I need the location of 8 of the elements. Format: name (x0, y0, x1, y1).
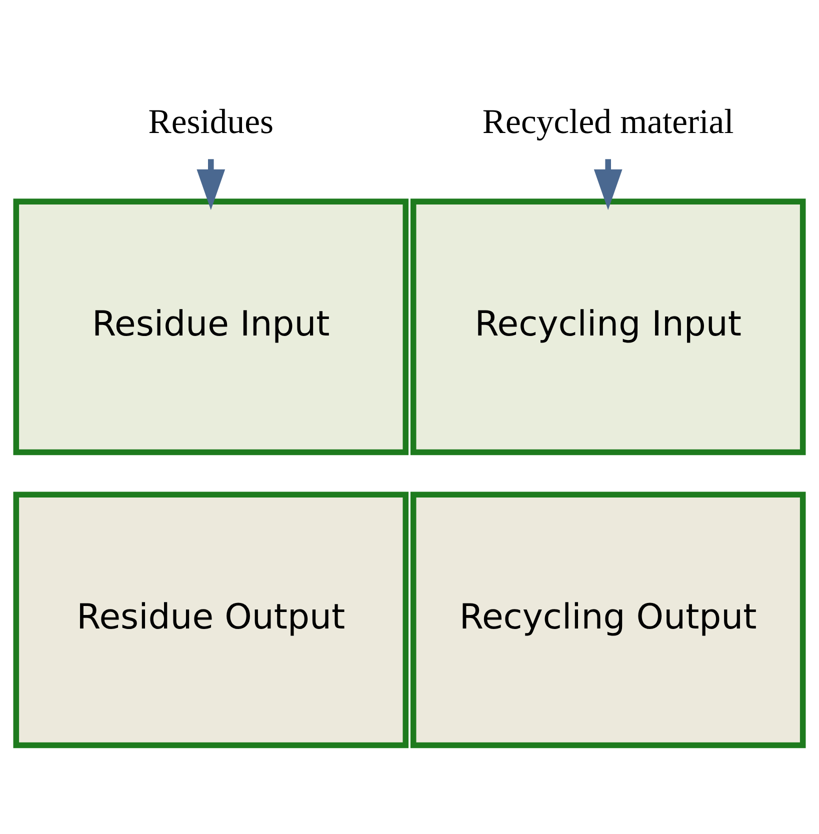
node-text: Recycled material (482, 101, 734, 140)
arrow (594, 158, 622, 210)
node-box: Residue Output (13, 491, 409, 748)
node-box: Residue Input (13, 198, 409, 455)
node-text: Residues (148, 101, 274, 140)
node-box: Recycling Output (410, 491, 806, 748)
arrow (196, 158, 226, 210)
node-box: Recycling Input (410, 198, 806, 455)
